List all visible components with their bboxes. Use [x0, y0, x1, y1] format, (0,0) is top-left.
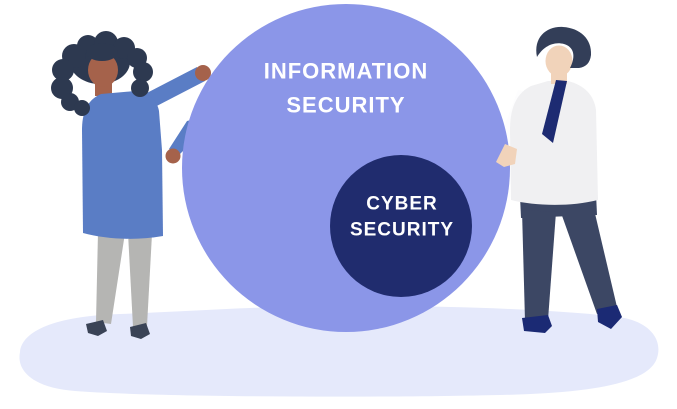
outer-circle [182, 4, 510, 332]
right-person-tie [542, 80, 567, 143]
right-person-legs [520, 193, 617, 321]
left-person-shoes [86, 320, 150, 339]
outer-circle-label-line2: SECURITY [286, 93, 405, 118]
ground-shadow [19, 305, 659, 397]
right-person-face [545, 45, 573, 77]
left-person-bangs [86, 43, 118, 61]
left-person-legs [96, 232, 152, 327]
inner-circle-label-line1: CYBER [366, 194, 438, 215]
inner-circle [330, 155, 472, 297]
left-person [51, 31, 211, 339]
right-person-hand [496, 144, 517, 167]
right-person-hair [536, 26, 592, 69]
left-person-body [82, 91, 163, 239]
left-person-hands [165, 65, 211, 164]
outer-circle-label-line1: INFORMATION [264, 59, 429, 84]
right-person-shirt [510, 81, 598, 205]
inner-circle-label-line2: SECURITY [350, 220, 454, 241]
right-person-shoes [522, 305, 622, 333]
left-person-face [88, 53, 118, 87]
right-person [497, 26, 622, 333]
